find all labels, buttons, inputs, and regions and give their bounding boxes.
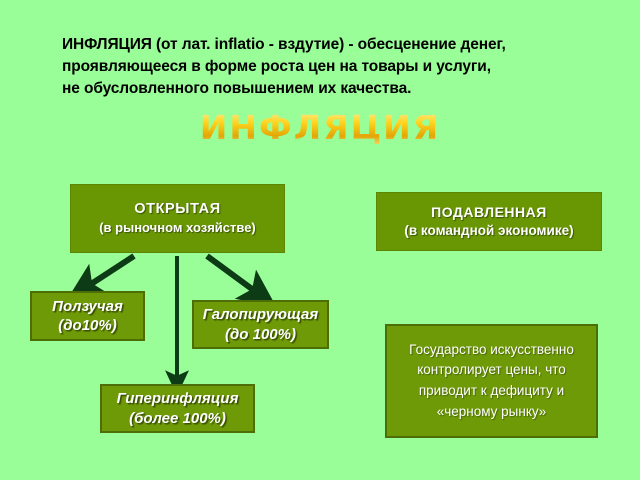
box-suppressed-inflation[interactable]: ПОДАВЛЕННАЯ (в командной экономике) (376, 192, 602, 251)
box-open-title: ОТКРЫТАЯ (134, 201, 221, 218)
box-suppressed-explanation[interactable]: Государство искусственно контролирует це… (385, 324, 598, 438)
explanation-line-1: Государство искусственно (409, 341, 574, 357)
box-open-inflation[interactable]: ОТКРЫТАЯ (в рыночном хозяйстве) (70, 184, 285, 253)
definition-line-3: не обусловленного повышением их качества… (62, 80, 412, 97)
page-title-text: ИНФЛЯЦИЯ (199, 108, 441, 147)
arrow-open-to-creeping (66, 253, 136, 300)
page-title-outline: ИНФЛЯЦИЯ (0, 107, 640, 149)
box-suppressed-title: ПОДАВЛЕННАЯ (431, 203, 547, 220)
box-creeping-title: Ползучая (52, 297, 123, 315)
box-hyper-title: Гиперинфляция (116, 390, 239, 408)
page-title-outline-text: ИНФЛЯЦИЯ (198, 107, 441, 149)
explanation-line-3: приводит к дефициту и (418, 383, 565, 398)
box-galloping-rate: (до 100%) (225, 325, 296, 343)
box-creeping-inflation[interactable]: Ползучая (до10%) (30, 291, 145, 341)
definition-line-1: ИНФЛЯЦИЯ (от лат. inflatio - вздутие) - … (62, 36, 506, 53)
box-hyperinflation[interactable]: Гиперинфляция (более 100%) (100, 384, 255, 433)
box-suppressed-subtitle: (в командной экономике) (404, 222, 574, 238)
explanation-line-4: «черному рынку» (436, 403, 547, 419)
box-hyper-rate: (более 100%) (129, 409, 226, 427)
box-open-subtitle: (в рыночном хозяйстве) (99, 220, 256, 236)
arrow-open-to-galloping (205, 253, 277, 307)
box-creeping-rate: (до10%) (58, 317, 117, 334)
explanation-line-2: контролирует цены, что (417, 362, 566, 378)
page-title: ИНФЛЯЦИЯ (0, 108, 640, 147)
definition-line-2: проявляющееся в форме роста цен на товар… (62, 58, 491, 75)
box-galloping-title: Галопирующая (202, 306, 319, 324)
box-galloping-inflation[interactable]: Галопирующая (до 100%) (192, 300, 329, 349)
definition-paragraph: ИНФЛЯЦИЯ (от лат. inflatio - вздутие) - … (62, 34, 590, 100)
